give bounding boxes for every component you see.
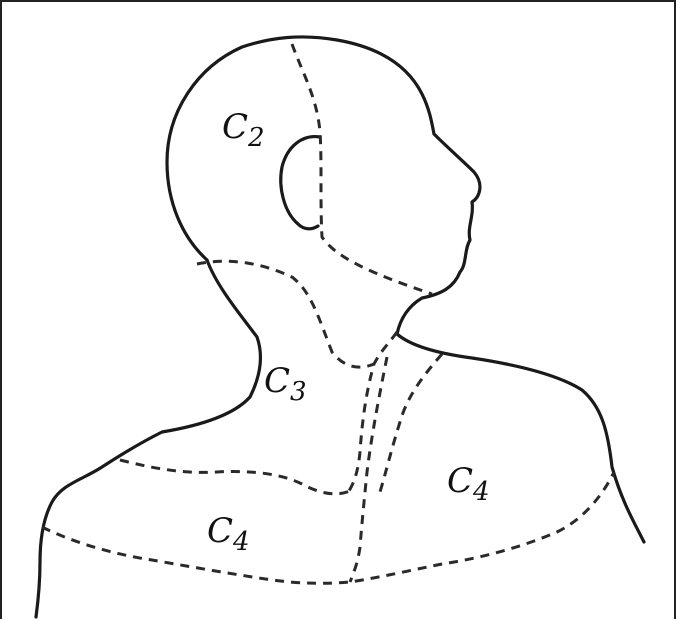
- region-label-c4-upper: C4: [447, 464, 490, 505]
- c3-c4-boundary: [120, 460, 352, 494]
- c2-c3-boundary: [197, 261, 374, 367]
- region-label-c4-lower: C4: [207, 514, 250, 555]
- neck-back-outline: [36, 260, 261, 617]
- ear-outline: [281, 137, 320, 229]
- c4-lower-boundary: [42, 472, 614, 583]
- region-label-c3: C3: [264, 364, 307, 405]
- c3-front-boundary: [347, 332, 397, 494]
- c2-front-boundary: [292, 44, 432, 294]
- c4-shoulder-boundary: [380, 354, 442, 492]
- region-label-c2: C2: [222, 110, 265, 151]
